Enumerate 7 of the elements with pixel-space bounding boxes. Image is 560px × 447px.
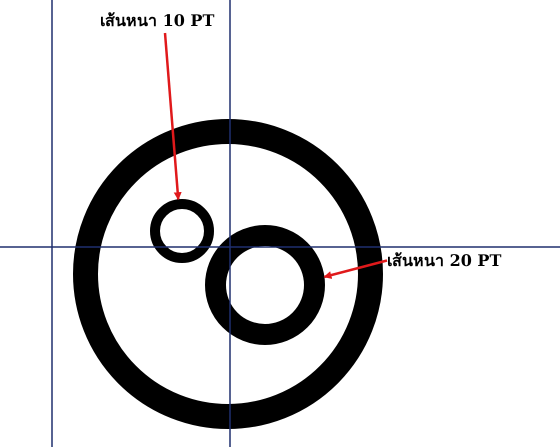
arrow [164, 32, 182, 200]
ring-shape [73, 119, 383, 429]
ring-shape [205, 225, 325, 345]
arrow [323, 259, 388, 279]
callout-text: เส้นหนา 10 PT [100, 8, 214, 33]
callout-text: เส้นหนา 20 PT [387, 248, 502, 273]
ring-shape [150, 199, 214, 263]
